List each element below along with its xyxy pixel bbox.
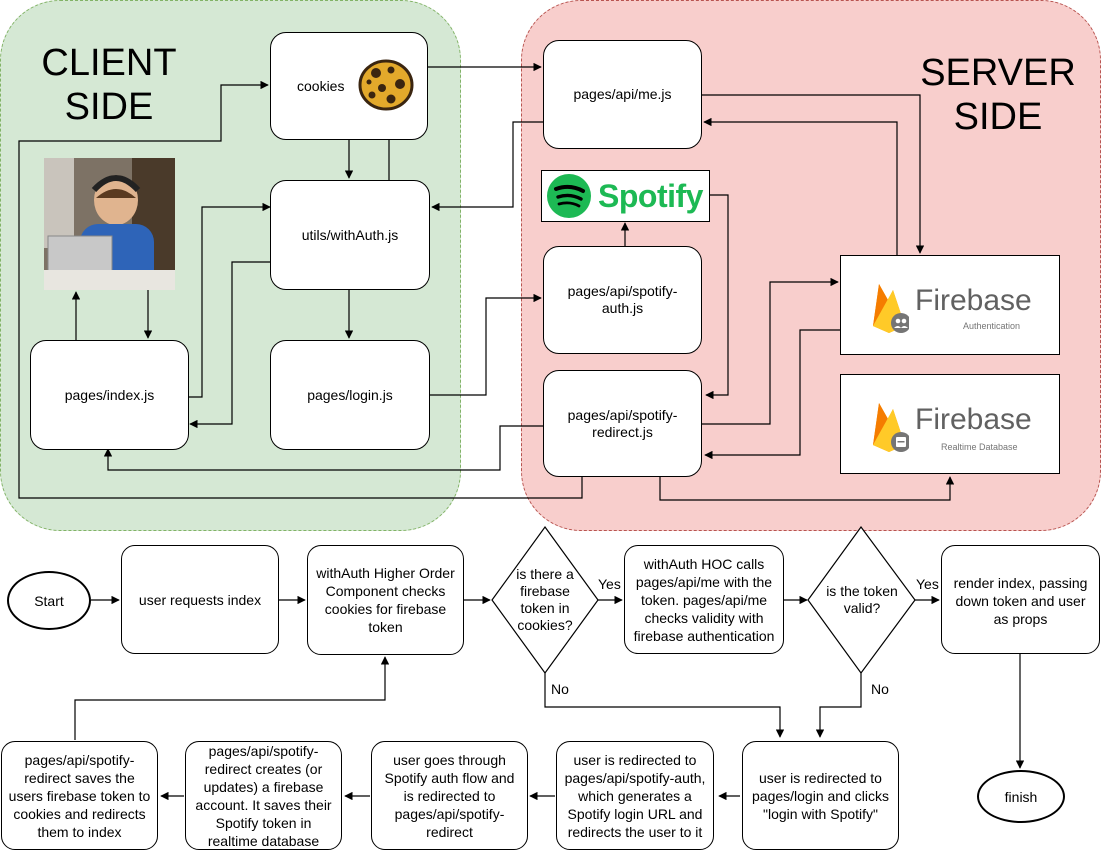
firebase-auth-subtitle: Authentication: [963, 321, 1021, 331]
no-label-valid: No: [870, 681, 890, 697]
token-decision-label: is there a firebase token in cookies?: [516, 566, 574, 633]
yes-label-valid: Yes: [915, 576, 940, 592]
spotify-auth-node: pages/api/spotify-auth.js: [543, 246, 702, 354]
no-label-token: No: [550, 681, 570, 697]
start-terminal: Start: [7, 571, 91, 630]
saves-token-step: pages/api/spotify-redirect saves the use…: [1, 741, 158, 850]
valid-decision-label: is the token valid?: [826, 583, 898, 616]
firebase-db-icon: [873, 403, 909, 452]
withauth-node: utils/withAuth.js: [270, 180, 430, 290]
spotify-redirect-node: pages/api/spotify-redirect.js: [543, 370, 702, 477]
spotify-logo-box: Spotify: [541, 170, 710, 222]
redirect-auth-step: user is redirected to pages/api/spotify-…: [556, 741, 714, 850]
firebase-db-subtitle: Realtime Database: [941, 442, 1018, 452]
firebase-auth-wordmark: Firebase: [915, 284, 1032, 317]
login-node: pages/login.js: [270, 340, 430, 450]
firebase-db-wordmark: Firebase: [915, 403, 1032, 436]
redirect-login-step: user is redirected to pages/login and cl…: [742, 741, 899, 850]
cookies-label: cookies: [297, 77, 345, 94]
api-me-node: pages/api/me.js: [543, 40, 702, 149]
spotify-icon: [547, 174, 591, 218]
firebase-db-box: Firebase Realtime Database: [840, 374, 1060, 474]
withauth-checks-step: withAuth Higher Order Component checks c…: [307, 545, 464, 655]
decision-diamond-token: [491, 525, 599, 675]
user-requests-step: user requests index: [121, 545, 279, 654]
client-side-title: CLIENT SIDE: [41, 42, 177, 128]
creates-account-step: pages/api/spotify-redirect creates (or u…: [185, 741, 342, 850]
server-side-title: SERVER SIDE: [920, 52, 1076, 138]
developer-photo: [44, 158, 175, 290]
finish-terminal: finish: [977, 770, 1065, 823]
decision-diamond-valid: [807, 525, 916, 675]
firebase-auth-box: Firebase Authentication: [840, 255, 1060, 355]
cookie-icon: [358, 57, 414, 113]
index-node: pages/index.js: [30, 340, 189, 450]
spotify-wordmark: Spotify: [598, 177, 703, 214]
firebase-auth-icon: [873, 284, 909, 333]
yes-label-token: Yes: [597, 576, 622, 592]
hoc-calls-step: withAuth HOC calls pages/api/me with the…: [624, 545, 784, 654]
spotify-flow-step: user goes through Spotify auth flow and …: [371, 741, 528, 850]
render-index-step: render index, passing down token and use…: [941, 545, 1100, 654]
